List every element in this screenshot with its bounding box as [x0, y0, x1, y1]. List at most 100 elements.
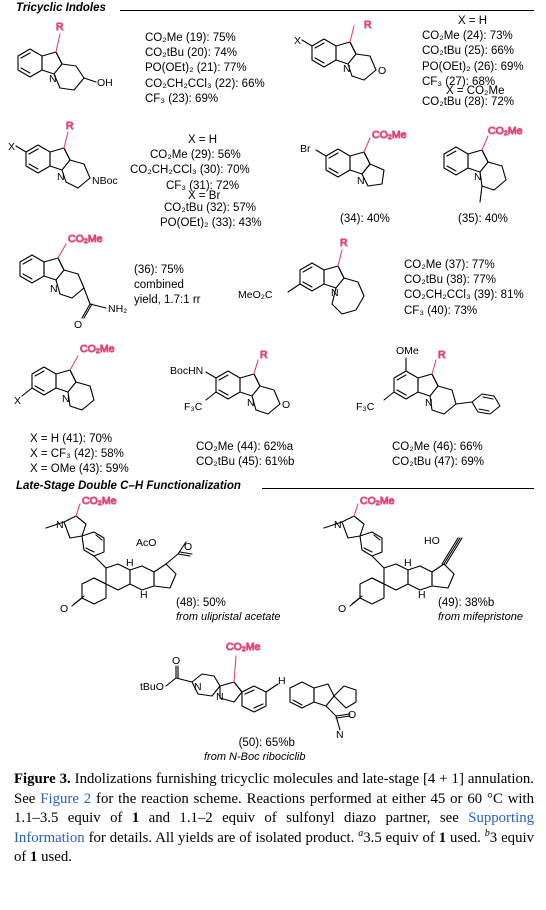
atom-CO2Me: CO₂Me	[80, 343, 115, 355]
label-line: CO₂Me (24): 73%	[422, 30, 513, 43]
caption-text: for details. All yields are of isolated …	[84, 829, 359, 846]
label-34: (34): 40%	[340, 213, 390, 225]
caption-text: Indolizations furnishing tricyclic molec…	[14, 771, 534, 807]
label-29-33: X = H CO₂Me (29): 56% CO₂CH₂CCl₃ (30): 7…	[130, 133, 262, 231]
atom-H: H	[278, 675, 286, 687]
atom-N: N	[425, 397, 433, 409]
atom-N: N	[216, 691, 224, 703]
section-rule	[262, 488, 534, 489]
atom-N: N	[56, 519, 64, 531]
label-50: (50): 65%b from N-Boc ribociclib	[204, 736, 305, 763]
label-line: (36): 75%	[134, 264, 184, 276]
label-line: CO₂tBu (45): 61%b	[196, 456, 295, 469]
caption-text: and 1.1–2 equiv of sulfonyl diazo partne…	[139, 810, 469, 827]
label-46-47: CO₂Me (46): 66% CO₂tBu (47): 69%	[392, 440, 484, 470]
label-37-40: CO₂Me (37): 77% CO₂tBu (38): 77% CO₂CH₂C…	[404, 258, 524, 319]
atom-F3C: F₃C	[356, 401, 375, 413]
label-41-43: X = H (41): 70% X = CF₃ (42): 58% X = OM…	[30, 432, 129, 478]
atom-F3C: F₃C	[184, 401, 203, 413]
caption-bold: 1	[131, 810, 140, 827]
structure-46-47: R OMe F₃C N	[356, 345, 501, 415]
atom-CO2Me: CO₂Me	[226, 641, 261, 653]
atom-N: N	[57, 171, 65, 183]
label-line: CO₂CH₂CCl₃ (30): 70%	[130, 164, 250, 177]
structure-19-23: R N OH	[17, 21, 113, 91]
label-49: (49): 38%b from mifepristone	[438, 596, 523, 623]
atom-N: N	[357, 175, 365, 187]
caption-text: 3.5 equiv of	[363, 829, 439, 846]
atom-NBoc: NBoc	[92, 175, 118, 187]
atom-tBuO: tBuO	[140, 681, 164, 693]
label-44-45: CO₂Me (44): 62%a CO₂tBu (45): 61%b	[196, 440, 294, 470]
atom-X: X	[294, 35, 301, 47]
label-line: CO₂tBu (28): 72%	[422, 96, 515, 109]
caption-bold: 1	[438, 829, 447, 846]
atom-R: R	[364, 19, 372, 31]
caption-text: used.	[37, 849, 72, 866]
caption-text: 3 equiv of	[14, 829, 534, 866]
atom-O: O	[282, 399, 290, 411]
atom-BocHN: BocHN	[170, 365, 203, 377]
label-line: X = CO₂Me	[446, 85, 505, 98]
structure-35: CO₂Me N	[443, 125, 523, 203]
atom-R: R	[340, 237, 348, 249]
figure-2-link[interactable]: Figure 2	[40, 790, 92, 807]
structure-29-33: R X N NBoc	[8, 120, 118, 189]
atom-N: N	[343, 63, 351, 75]
label-line: CF₃ (27): 68%	[422, 75, 496, 88]
atom-O: O	[378, 65, 386, 77]
caption-bold: 1	[30, 849, 38, 866]
label-line: CO₂tBu (20): 74%	[145, 47, 238, 60]
caption-text: for the reaction scheme. Reactions perfo…	[14, 790, 534, 827]
atom-N: N	[247, 397, 255, 409]
atom-MeO2C: MeO₂C	[238, 289, 273, 301]
label-line: CO₂tBu (38): 77%	[404, 274, 497, 287]
label-line: combined	[134, 279, 184, 292]
atom-N: N	[474, 171, 482, 183]
label-line: yield, 1.7:1 rr	[134, 294, 201, 307]
label-line: CF₃ (23): 69%	[145, 92, 219, 105]
structure-49: CO₂Me N HO H H O	[323, 495, 463, 615]
atom-O: O	[338, 603, 346, 615]
label-line: CF₃ (40): 73%	[404, 304, 478, 317]
atom-O: O	[184, 541, 192, 553]
label-line: CO₂Me (46): 66%	[392, 441, 483, 453]
label-36: (36): 75% combined yield, 1.7:1 rr	[134, 263, 200, 309]
atom-CO2Me: CO₂Me	[360, 495, 395, 507]
atom-N: N	[50, 283, 58, 295]
structure-37-40: R MeO₂C N	[238, 237, 365, 315]
structure-36: CO₂Me N O NH₂	[19, 233, 127, 331]
atom-O: O	[172, 655, 180, 667]
label-line: (50): 65%b	[238, 737, 295, 749]
footnote-a-marker: a	[358, 827, 364, 839]
label-line: PO(OEt)₂ (33): 43%	[160, 217, 262, 230]
caption-text: used.	[446, 829, 485, 846]
structure-48: CO₂Me N AcO O H H O	[45, 495, 193, 615]
atom-R: R	[260, 349, 268, 361]
label-line: (48): 50%	[176, 597, 226, 609]
label-line: from ulipristal acetate	[176, 611, 281, 624]
label-line: PO(OEt)₂ (21): 77%	[145, 62, 247, 75]
label-line: X = OMe (43): 59%	[30, 463, 129, 476]
label-24-28: X = H CO₂Me (24): 73% CO₂tBu (25): 66% P…	[422, 14, 524, 110]
label-line: CO₂Me (19): 75%	[145, 32, 236, 44]
label-35: (35): 40%	[458, 213, 508, 225]
atom-X: X	[8, 141, 15, 153]
atom-H: H	[126, 557, 134, 569]
label-line: CO₂CH₂CCl₃ (39): 81%	[404, 289, 524, 302]
label-line: from mifepristone	[438, 611, 523, 624]
label-line: from N-Boc ribociclib	[204, 751, 306, 764]
footnote-b-marker: b	[484, 827, 490, 839]
label-line: PO(OEt)₂ (26): 69%	[422, 60, 524, 73]
label-line: CO₂tBu (32): 57%	[164, 202, 257, 215]
atom-CO2Me: CO₂Me	[488, 125, 523, 137]
structure-24-28: R X N O	[294, 19, 386, 81]
atom-OH: OH	[97, 77, 113, 89]
label-line: X = Br	[188, 189, 221, 202]
supporting-information-link[interactable]: Supporting Information	[14, 810, 534, 846]
atom-N: N	[331, 287, 339, 299]
structure-41-43: CO₂Me X N	[14, 343, 115, 411]
atom-O: O	[348, 709, 356, 721]
atom-CO2Me: CO₂Me	[68, 233, 103, 245]
atom-CO2Me: CO₂Me	[372, 129, 407, 141]
